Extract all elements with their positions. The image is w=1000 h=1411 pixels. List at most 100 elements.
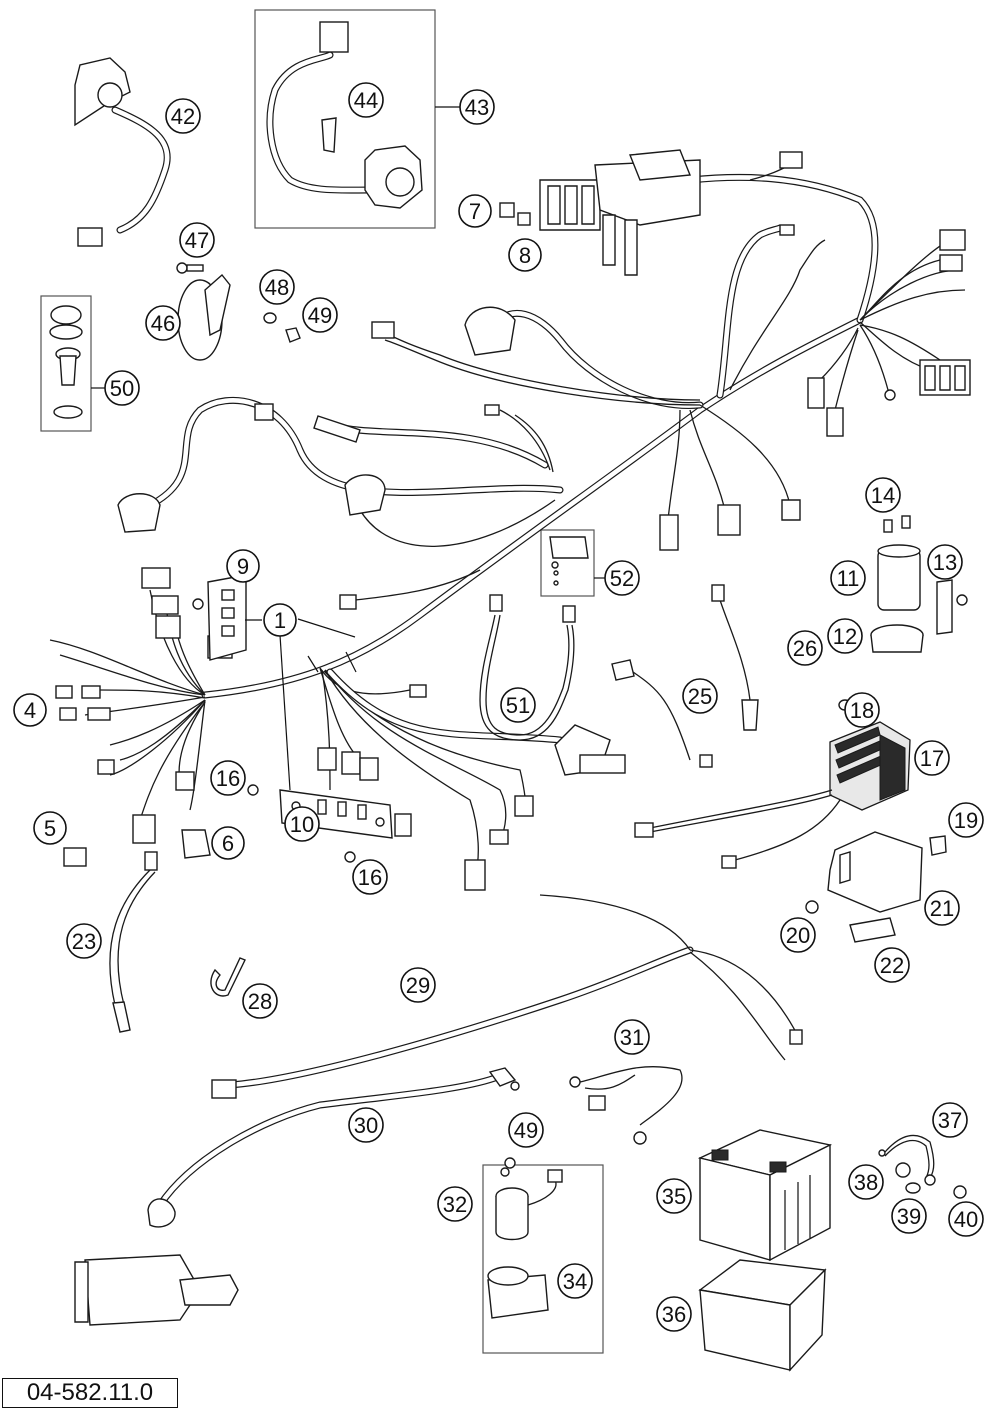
callout-34: 34 [557, 1263, 593, 1299]
washer-39 [905, 1182, 921, 1194]
svg-text:16: 16 [358, 865, 382, 890]
screw-40 [953, 1185, 967, 1199]
callout-36: 36 [656, 1296, 692, 1332]
svg-text:4: 4 [24, 698, 36, 723]
callout-32: 32 [437, 1186, 473, 1222]
callout-38: 38 [848, 1164, 884, 1200]
rubber-mount-12 [870, 624, 924, 653]
svg-text:47: 47 [185, 228, 209, 253]
svg-text:39: 39 [897, 1204, 921, 1229]
svg-text:31: 31 [620, 1025, 644, 1050]
callout-51: 51 [500, 687, 536, 723]
svg-text:25: 25 [688, 684, 712, 709]
callout-49-b: 49 [508, 1112, 544, 1148]
callout-6: 6 [211, 826, 245, 860]
callout-46: 46 [145, 305, 181, 341]
callout-1: 1 [263, 603, 297, 637]
callout-25: 25 [682, 678, 718, 714]
callout-5: 5 [33, 811, 67, 845]
callout-49-a: 49 [302, 297, 338, 333]
svg-text:9: 9 [237, 554, 249, 579]
fasteners [247, 784, 516, 1169]
cable-31 [569, 1066, 683, 1145]
callout-16-a: 16 [210, 760, 246, 796]
battery-box-36 [698, 1259, 827, 1372]
svg-text:40: 40 [954, 1207, 978, 1232]
svg-text:21: 21 [930, 896, 954, 921]
callout-12: 12 [827, 618, 863, 654]
callout-26: 26 [787, 630, 823, 666]
bracket-13 [936, 579, 968, 635]
callout-28: 28 [242, 983, 278, 1019]
svg-text:16: 16 [216, 766, 240, 791]
horn-46 [176, 262, 301, 361]
svg-text:8: 8 [519, 243, 531, 268]
svg-text:12: 12 [833, 624, 857, 649]
svg-text:38: 38 [854, 1170, 878, 1195]
screw-20 [805, 900, 819, 914]
svg-text:37: 37 [938, 1108, 962, 1133]
clip-19 [929, 835, 947, 856]
callout-11: 11 [830, 560, 866, 596]
callout-43: 43 [459, 89, 495, 125]
svg-text:50: 50 [110, 376, 134, 401]
callout-40: 40 [948, 1201, 984, 1237]
svg-text:13: 13 [933, 550, 957, 575]
rubber-holder-34 [487, 1266, 549, 1319]
sensor-cable-25 [611, 659, 713, 768]
frame-group-32-34 [482, 1164, 604, 1354]
svg-text:22: 22 [880, 953, 904, 978]
svg-text:42: 42 [171, 104, 195, 129]
svg-text:5: 5 [44, 816, 56, 841]
svg-text:48: 48 [265, 275, 289, 300]
callout-21: 21 [924, 890, 960, 926]
connectors-main [55, 149, 971, 891]
svg-text:19: 19 [954, 808, 978, 833]
callout-31: 31 [614, 1019, 650, 1055]
callout-50: 50 [104, 370, 140, 406]
callout-47: 47 [179, 222, 215, 258]
callout-35: 35 [656, 1178, 692, 1214]
svg-text:6: 6 [222, 831, 234, 856]
drawing-number-box: 04-582.11.0 [2, 1378, 178, 1408]
callout-29: 29 [400, 967, 436, 1003]
svg-text:35: 35 [662, 1184, 686, 1209]
svg-text:23: 23 [72, 929, 96, 954]
starter-cable-30 [147, 1067, 520, 1228]
cable-29 [211, 894, 803, 1099]
svg-text:10: 10 [290, 812, 314, 837]
callout-4: 4 [13, 693, 47, 727]
battery-35 [697, 1129, 833, 1262]
svg-text:43: 43 [465, 95, 489, 120]
svg-text:49: 49 [514, 1118, 538, 1143]
flasher-relay-11 [877, 515, 921, 611]
svg-text:18: 18 [850, 698, 874, 723]
svg-text:20: 20 [786, 923, 810, 948]
cable-51 [479, 594, 576, 741]
starter-motor [74, 1254, 239, 1326]
nut-38 [895, 1162, 911, 1178]
callout-7: 7 [458, 194, 492, 228]
callout-42: 42 [165, 98, 201, 134]
battery-cable-37 [878, 1134, 936, 1186]
svg-text:51: 51 [506, 693, 530, 718]
bracket-9 [192, 574, 262, 661]
svg-text:11: 11 [837, 566, 860, 591]
callout-16-b: 16 [352, 859, 388, 895]
callout-37: 37 [932, 1102, 968, 1138]
svg-text:34: 34 [563, 1269, 587, 1294]
cable-23 [109, 851, 158, 1033]
handlebar-switch-43 [266, 21, 423, 209]
callout-8: 8 [508, 238, 542, 272]
grommet-set-50 [49, 305, 83, 419]
svg-text:17: 17 [920, 746, 944, 771]
svg-text:36: 36 [662, 1302, 686, 1327]
callout-48: 48 [259, 269, 295, 305]
callout-23: 23 [66, 923, 102, 959]
svg-text:52: 52 [610, 566, 634, 591]
callout-18: 18 [844, 692, 880, 728]
callout-1-leaders [279, 618, 356, 791]
callout-20: 20 [780, 917, 816, 953]
svg-text:32: 32 [443, 1192, 467, 1217]
